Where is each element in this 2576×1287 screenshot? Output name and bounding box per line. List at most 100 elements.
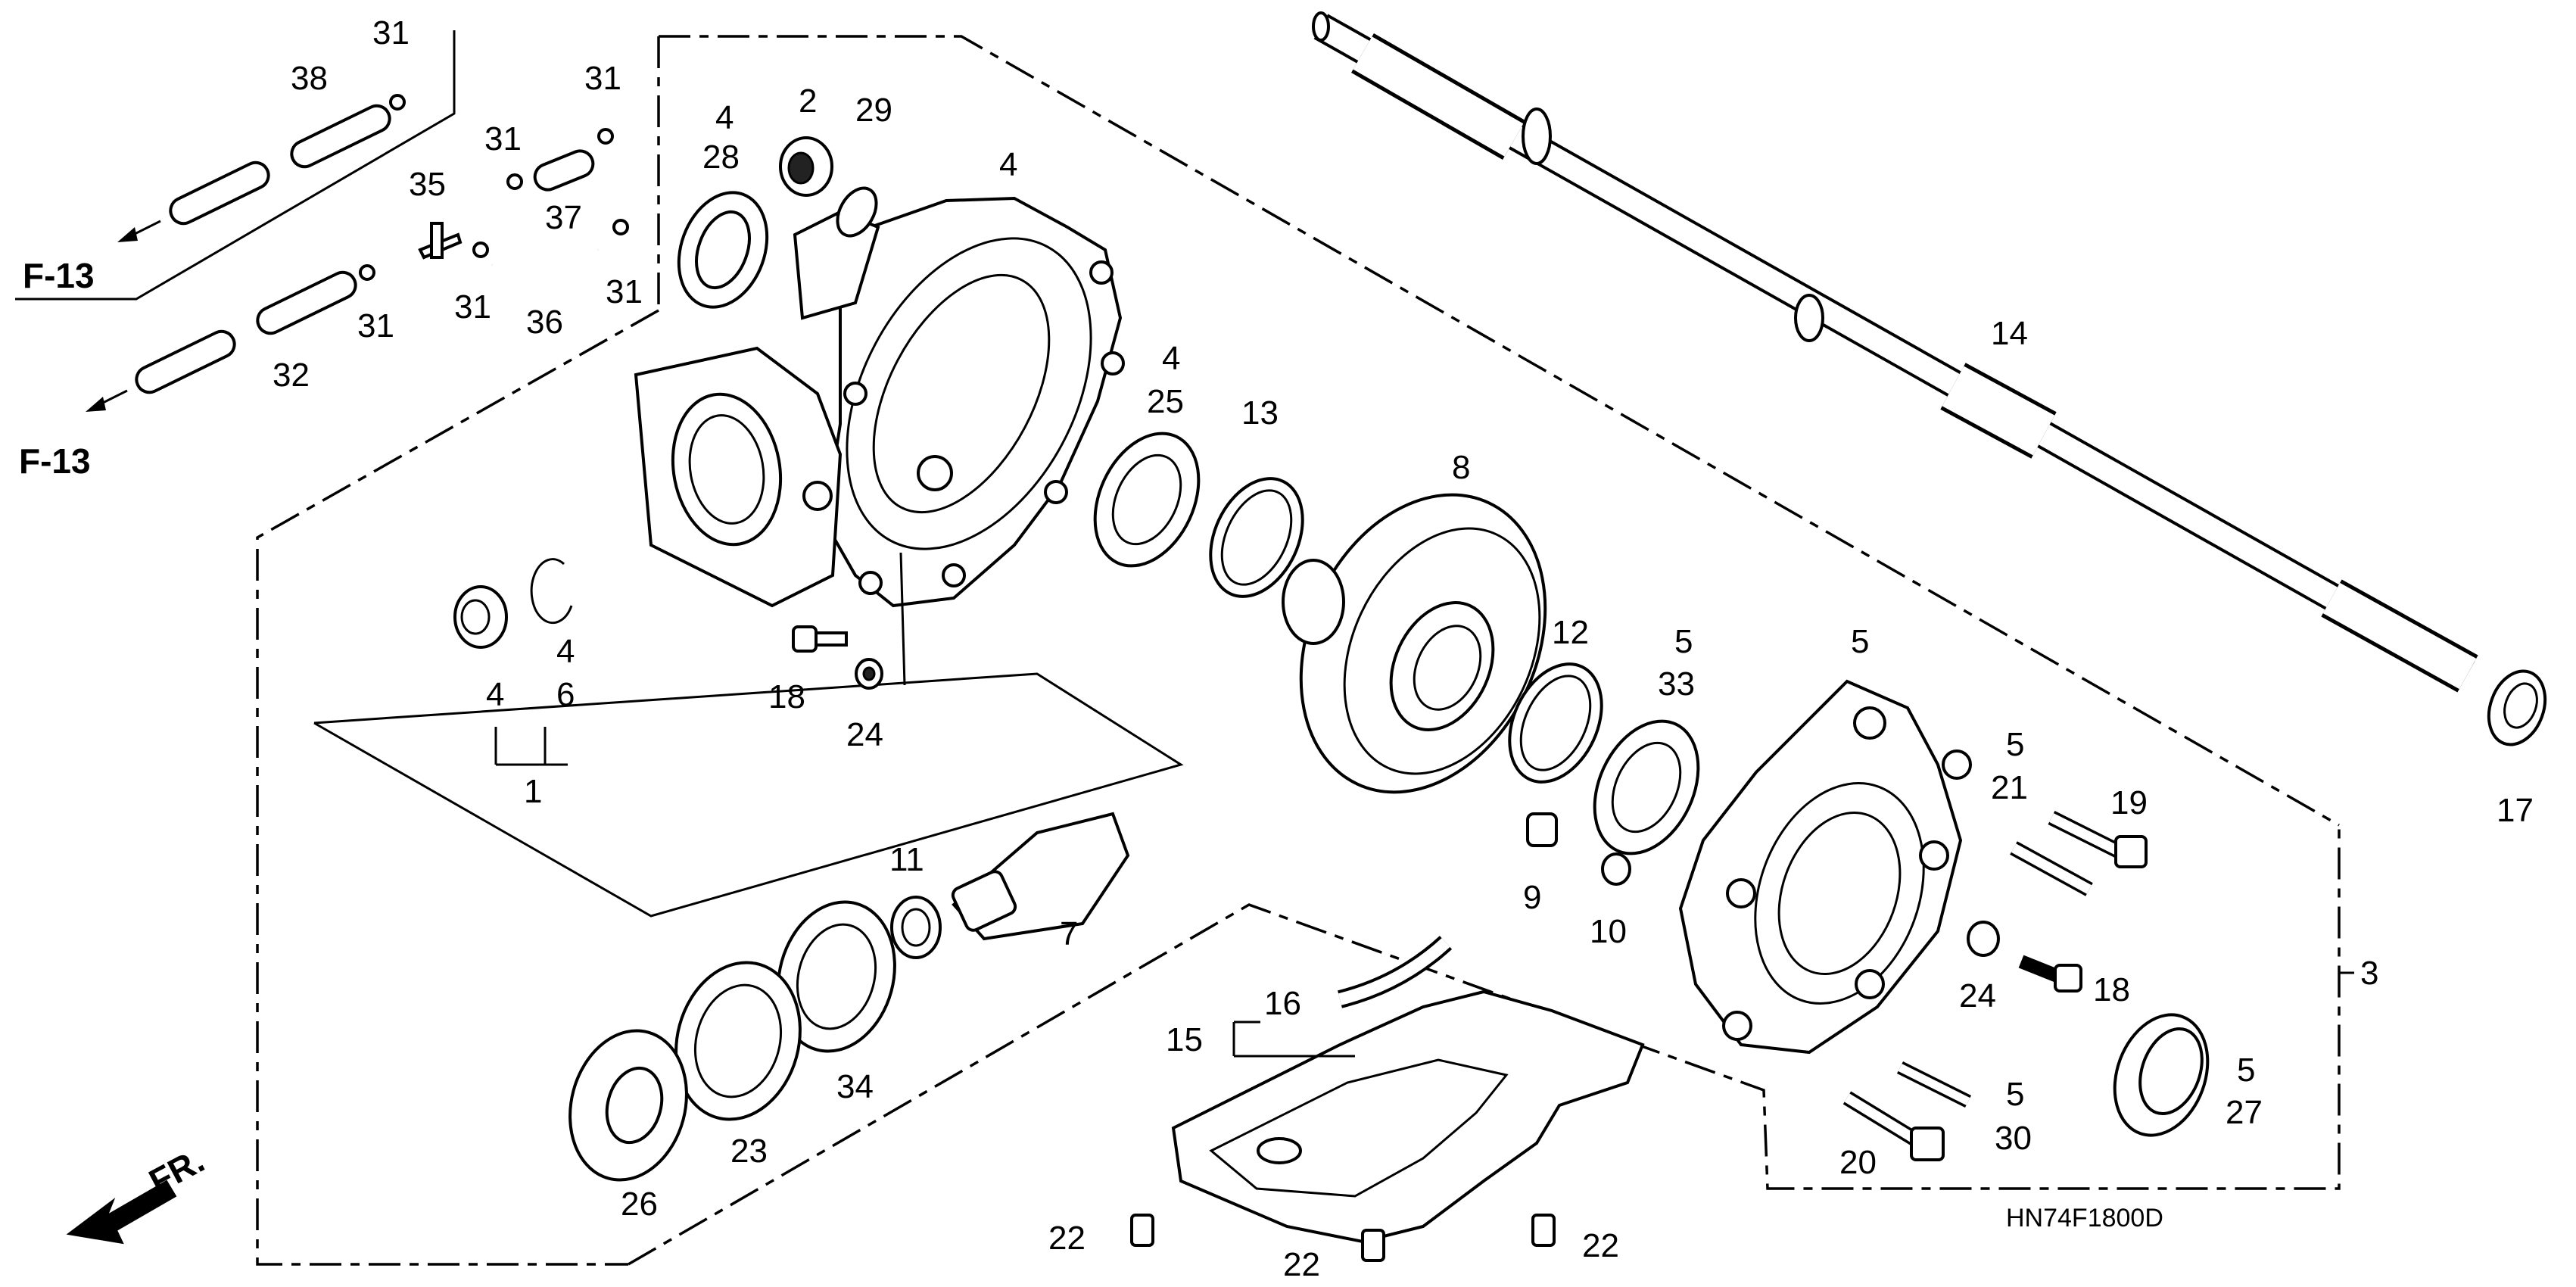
skid-plate-15 [1171,989,1645,1244]
callout-38: 38 [291,60,328,97]
callout-5: 5 [1851,623,1869,660]
callout-15: 15 [1166,1021,1203,1058]
callout-2: 2 [799,83,817,120]
oil-seal-27 [2113,1013,2210,1137]
callout-4: 4 [715,99,734,136]
callout-17: 17 [2497,792,2534,829]
hose-38 [117,94,406,242]
oil-seal-26 [568,1029,688,1182]
callout-31: 31 [606,273,643,310]
axle-shaft-14 [1312,11,2478,693]
callout-32: 32 [273,357,310,394]
washer-24a [855,658,883,690]
callout-31: 31 [584,60,621,97]
shim-12 [1508,662,1603,784]
callout-25: 25 [1147,383,1184,420]
gear-case-cover [1678,679,1972,1055]
shim-13 [1209,477,1304,598]
callout-31: 31 [454,288,491,326]
callout-28: 28 [702,139,740,176]
bolt-21 [2010,841,2093,896]
callout-6: 6 [556,676,575,713]
bolt-18a [792,625,848,653]
callout-27: 27 [2226,1094,2263,1131]
hose-37 [506,128,614,192]
collar-11 [890,896,942,959]
callout-31: 31 [372,14,410,51]
callout-5: 5 [2006,726,2024,763]
bearing-34 [777,900,896,1053]
callout-18: 18 [768,678,805,715]
assembly-frame [256,35,2341,1266]
callout-35: 35 [409,166,446,203]
pinion-gear-7 [951,812,1130,941]
reference-labels: F-13 F-13 [19,256,95,481]
callout-20: 20 [1839,1144,1877,1181]
callout-8: 8 [1452,449,1470,486]
callout-29: 29 [855,92,892,129]
ref-f13-lower: F-13 [19,441,91,481]
bearing-33 [1593,719,1700,855]
front-arrow: FR. [66,1140,210,1245]
callout-16: 16 [1264,985,1301,1022]
callout-22: 22 [1283,1246,1320,1283]
callouts: 31 38 31 31 37 35 31 36 31 31 32 4 28 2 … [273,14,2534,1283]
cap-2 [779,136,833,197]
hose-36 [487,244,603,288]
circlip-4 [530,558,573,625]
bolt-19 [2048,811,2148,868]
o-ring-29 [836,186,878,238]
callout-24: 24 [1959,977,1996,1014]
callout-33: 33 [1658,665,1695,703]
callout-5: 5 [1674,623,1693,660]
callout-5: 5 [2006,1076,2024,1113]
joint-35 [418,222,489,260]
callout-23: 23 [730,1133,768,1170]
ring-gear-8 [1282,493,1547,794]
callout-22: 22 [1048,1220,1086,1257]
callout-36: 36 [526,304,563,341]
callout-7: 7 [1060,915,1078,952]
hose-panel [15,30,629,412]
leader-lines [494,552,2354,1058]
seal-17 [2487,669,2547,746]
callout-13: 13 [1241,394,1279,432]
washer-24b [1967,921,2000,957]
bolt-9 [1526,812,1558,847]
bearing-6 [453,585,508,649]
final-gear-case [634,196,1125,608]
oil-seal-28 [677,191,769,309]
callout-4: 4 [556,633,575,670]
callout-4: 4 [486,676,504,713]
callout-34: 34 [836,1068,874,1105]
callout-22: 22 [1582,1227,1619,1264]
callout-19: 19 [2110,784,2148,821]
callout-26: 26 [621,1186,658,1223]
bolt-20 [1842,1091,1945,1161]
callout-12: 12 [1552,614,1589,651]
callout-1: 1 [524,773,542,810]
callout-31: 31 [357,307,394,344]
ref-f13-upper: F-13 [23,256,95,295]
stud-30 [1896,1061,1972,1108]
callout-4: 4 [999,146,1017,183]
callout-30: 30 [1995,1120,2032,1157]
bearing-25 [1093,432,1201,568]
callout-10: 10 [1590,913,1627,950]
callout-4: 4 [1162,340,1180,377]
callout-37: 37 [545,199,582,236]
pad-16 [1338,936,1453,1008]
bolt-18b [2018,955,2082,993]
callout-14: 14 [1991,315,2028,352]
callout-24: 24 [846,716,883,753]
hose-32 [86,264,375,412]
callout-21: 21 [1991,769,2028,806]
callout-11: 11 [889,841,924,878]
drawing-code: HN74F1800D [2006,1204,2163,1232]
washer-10 [1601,852,1631,886]
callout-9: 9 [1523,879,1541,916]
callout-18: 18 [2093,971,2130,1008]
callout-3: 3 [2360,955,2378,992]
nut-23 [674,961,802,1121]
